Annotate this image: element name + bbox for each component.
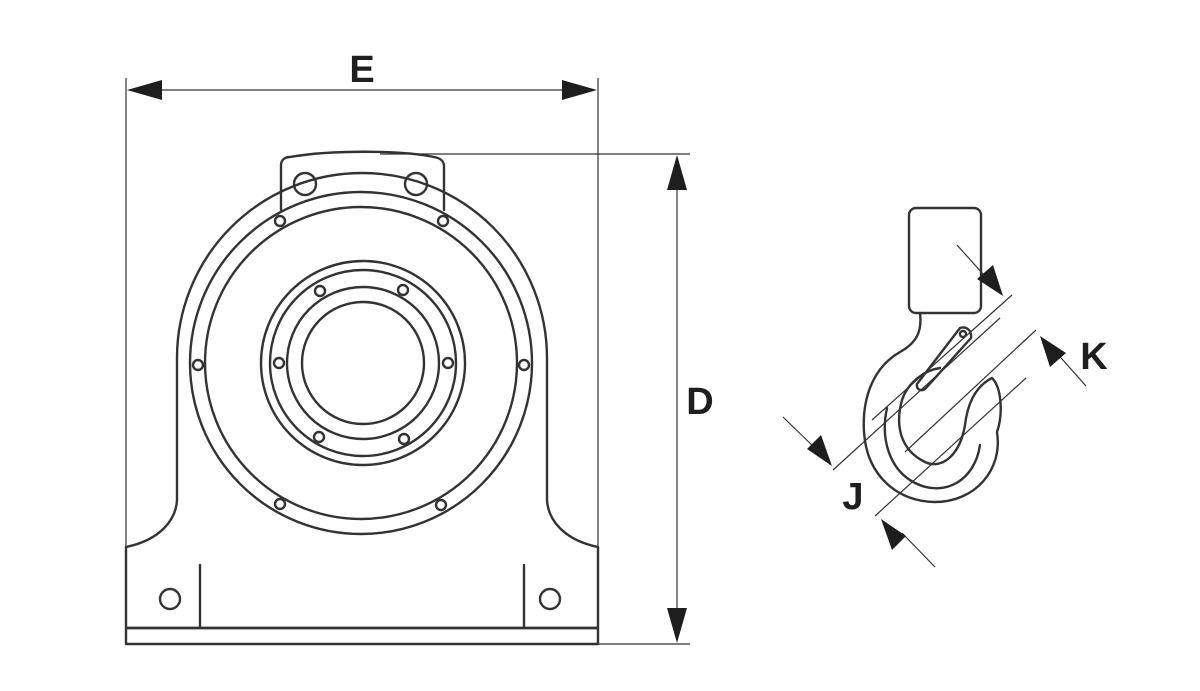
label-d: D: [686, 381, 713, 423]
lug-hole-right: [403, 171, 429, 197]
inner-bolt: [396, 283, 410, 297]
outer-bolt: [273, 497, 287, 511]
hub-ring-1: [259, 259, 467, 467]
housing-outline: [124, 171, 600, 630]
inner-bolt: [312, 430, 326, 444]
outer-bolt: [517, 358, 531, 372]
k-extension-1: [871, 294, 1013, 421]
j-arrowhead-top: [807, 435, 832, 466]
latch-pin: [958, 329, 968, 339]
inner-bolt: [397, 432, 411, 446]
winch-body: [124, 150, 600, 646]
inner-flange-ring: [203, 205, 519, 521]
arrowhead-left: [127, 80, 162, 100]
top-lug: [279, 150, 446, 212]
hook-block: [907, 206, 983, 315]
hook-body-inner: [897, 366, 967, 466]
lug-hole-left: [292, 171, 318, 197]
outer-bolt-circle: [191, 214, 531, 512]
hook-assembly: [862, 206, 1002, 504]
arrowhead-right: [562, 80, 597, 100]
hub-ring-2: [268, 268, 458, 458]
inner-bolt-circle: [272, 283, 455, 446]
j-leader-bottom: [901, 532, 936, 568]
mount-hole-left: [158, 587, 182, 611]
dimension-d: D: [380, 153, 714, 645]
dimension-j: J: [782, 317, 1027, 568]
hook-body-outer: [862, 311, 1002, 504]
label-j: J: [842, 476, 863, 518]
j-arrowhead-bottom: [881, 519, 906, 550]
dimension-k: K: [871, 244, 1108, 453]
label-e: E: [349, 49, 374, 91]
j-extension-2: [874, 377, 1027, 517]
outer-bolt: [434, 498, 448, 512]
outer-bolt: [273, 214, 287, 228]
arrowhead-top: [667, 155, 687, 190]
safety-latch: [915, 326, 973, 392]
hook-contour: [883, 406, 982, 490]
k-arrowhead-top: [977, 265, 1003, 296]
arrowhead-bottom: [667, 608, 687, 643]
base-plate: [124, 626, 600, 646]
outer-bolt: [191, 358, 205, 372]
dimension-e: E: [125, 49, 599, 547]
inner-bolt: [441, 356, 455, 370]
j-extension-1: [832, 317, 1001, 471]
hub-ring-4: [300, 300, 426, 426]
outer-flange-ring: [188, 190, 534, 536]
outer-bolt: [436, 214, 450, 228]
k-extension-2: [904, 329, 1037, 453]
k-arrowhead-bottom: [1040, 336, 1066, 367]
mount-hole-right: [538, 587, 562, 611]
inner-bolt: [272, 356, 286, 370]
inner-bolt: [313, 284, 327, 298]
hub-ring-3: [285, 285, 441, 441]
label-k: K: [1080, 336, 1108, 378]
